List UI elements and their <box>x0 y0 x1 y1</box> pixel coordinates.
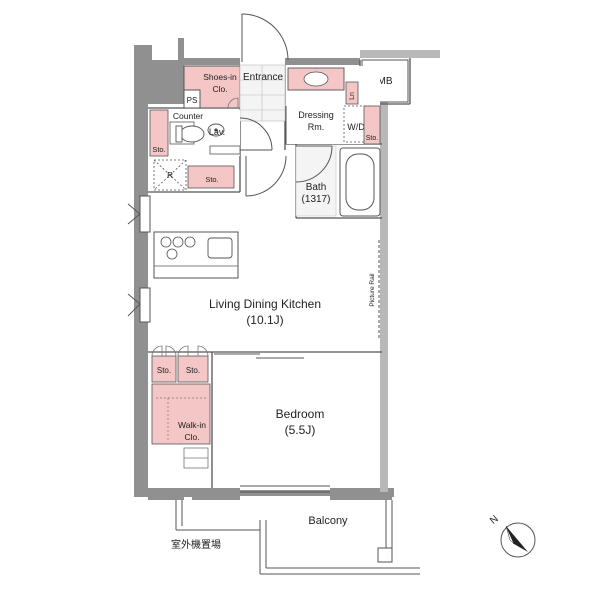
sto-dressing-label: Sto. <box>366 135 379 142</box>
balcony-label: Balcony <box>308 515 348 527</box>
sto-right-label: Sto. <box>186 366 200 375</box>
wd-label: W/D <box>347 122 365 132</box>
ac-unit-label: 室外機置場 <box>171 538 221 551</box>
sto-left <box>151 355 177 383</box>
mb-wall <box>360 50 440 58</box>
sto-toilet-area <box>149 109 169 157</box>
sto-dressing <box>363 105 381 145</box>
shoes-in-label: Shoes-in <box>203 72 237 82</box>
stove-burners-icon <box>160 236 196 260</box>
compass-north-label: N <box>488 514 501 527</box>
entrance-label: Entrance <box>243 72 283 83</box>
ln-closet <box>345 81 359 105</box>
top-wall-shoes <box>178 58 240 65</box>
shoes-in-label-2: Clo. <box>212 84 227 94</box>
bath-size-label: (1317) <box>302 194 331 205</box>
balcony-post <box>377 547 393 563</box>
left-window-lower <box>127 287 151 323</box>
entrance-door <box>241 13 289 62</box>
left-wall-strip <box>134 45 148 497</box>
living-size-label: (10.1J) <box>246 313 283 327</box>
kitchen-sink-icon <box>207 237 233 259</box>
sto-kitchen <box>187 165 235 189</box>
picture-rail-label: Picture Rail <box>369 273 376 307</box>
bath-door <box>295 145 333 183</box>
lav-label: Lav. <box>209 127 225 137</box>
sto-left-label: Sto. <box>157 366 171 375</box>
walk-in-closet <box>151 383 211 445</box>
balcony-outline <box>175 500 420 575</box>
entrance-floor <box>239 64 286 122</box>
bath-label: Bath <box>306 182 327 193</box>
sto-right <box>177 355 209 383</box>
toilet-door <box>239 117 273 151</box>
sto-kitchen-label: Sto. <box>205 175 218 184</box>
walk-in-label: Walk-in <box>178 420 206 430</box>
ln-label: Ln <box>349 92 356 100</box>
toilet-icon <box>175 125 205 143</box>
dressing-label: Dressing <box>298 110 334 120</box>
bedroom-size-label: (5.5J) <box>285 423 316 437</box>
compass-icon <box>500 522 536 558</box>
living-label: Living Dining Kitchen <box>209 297 321 311</box>
balcony-window <box>240 485 330 493</box>
top-wall-right <box>285 58 360 65</box>
walk-in-closet-rail <box>156 397 206 440</box>
dressing-basin-icon <box>303 71 329 87</box>
ps-box <box>183 89 201 109</box>
washbasin-icon <box>207 123 225 137</box>
bath-floor <box>295 145 337 217</box>
refrigerator-label: R <box>167 171 173 180</box>
refrigerator-space <box>153 159 187 191</box>
left-exterior-wall <box>134 38 392 500</box>
walk-in-door <box>183 447 209 469</box>
bottom-wall-left <box>134 488 240 497</box>
right-wall <box>380 62 388 492</box>
bedroom-sliding-door <box>214 353 304 359</box>
bottom-wall-right <box>330 488 394 497</box>
lav-door <box>245 155 287 197</box>
dressing-label-2: Rm. <box>308 122 325 132</box>
sto-toilet-label: Sto. <box>152 145 165 154</box>
bedroom-label: Bedroom <box>276 407 325 421</box>
left-window-upper <box>127 195 151 233</box>
lav-counter <box>209 145 241 155</box>
walk-in-label-2: Clo. <box>184 432 199 442</box>
sto-doors <box>151 345 209 357</box>
ps-label: PS <box>187 96 198 105</box>
bathtub <box>339 147 381 217</box>
counter-label: Counter <box>173 111 203 121</box>
mb-label: MB <box>378 76 393 87</box>
